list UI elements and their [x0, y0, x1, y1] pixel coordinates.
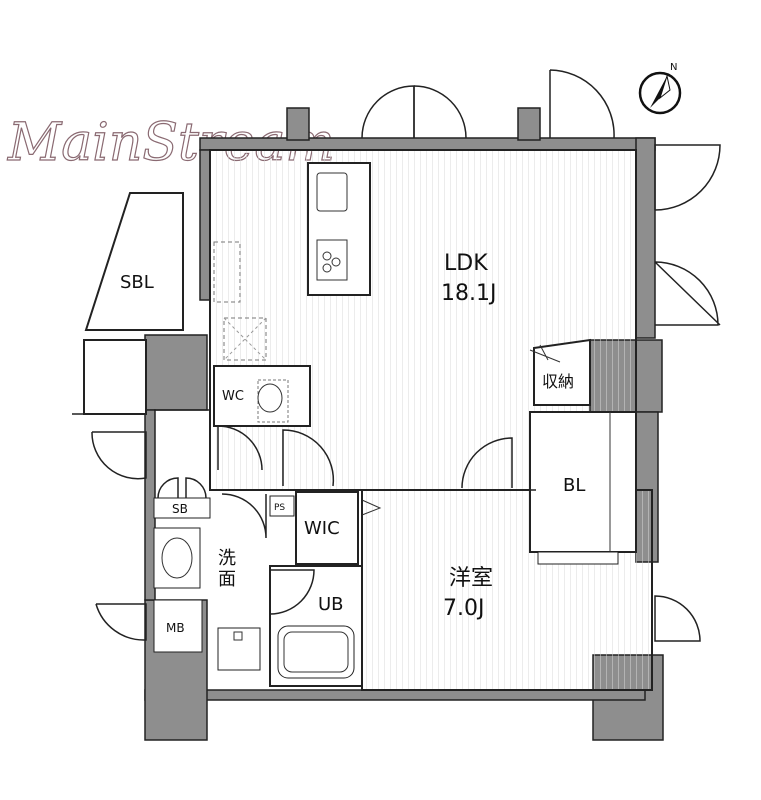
storage-label: 収納	[542, 372, 574, 391]
ub-label: UB	[318, 594, 344, 615]
ldk-name: LDK	[444, 251, 488, 276]
sb-area: SB	[153, 477, 211, 519]
ps-label: PS	[274, 503, 285, 513]
ldk-door	[461, 437, 513, 489]
wic-room: WIC	[295, 491, 382, 565]
kitchen-counter	[307, 162, 371, 296]
storage-room: 収納	[529, 338, 591, 406]
north-label: N	[670, 62, 677, 73]
fridge-space	[213, 241, 241, 303]
sb-label: SB	[172, 502, 188, 516]
bl-label: BL	[563, 475, 585, 496]
wash-basin	[153, 527, 201, 589]
entrance-door	[91, 431, 147, 480]
ub-room: UB	[269, 565, 363, 687]
top-windows	[361, 69, 615, 139]
washroom-door	[221, 493, 267, 539]
washroom-label-top: 洗	[218, 548, 236, 569]
washroom-label-bottom: 面	[218, 569, 236, 590]
partition-walls	[154, 300, 536, 690]
sbl-label: SBL	[120, 272, 154, 293]
hall-door	[282, 429, 335, 487]
mb-closet: MB	[95, 599, 203, 653]
washer-space	[223, 317, 267, 361]
sbl-room: SBL	[84, 192, 184, 331]
ldk-size: 18.1J	[441, 281, 496, 306]
bl-closet: BL	[529, 411, 637, 565]
mb-label: MB	[166, 621, 185, 635]
western-room-name: 洋室	[449, 566, 493, 591]
wic-label: WIC	[304, 518, 340, 539]
wc-label: WC	[222, 389, 244, 404]
right-doors	[654, 144, 721, 642]
left-closet	[83, 339, 147, 415]
wc-door	[217, 425, 263, 471]
wc-room: WC	[213, 365, 311, 427]
north-compass-icon: N	[638, 62, 682, 115]
ps-shaft	[269, 495, 295, 517]
western-room-size: 7.0J	[443, 596, 484, 621]
